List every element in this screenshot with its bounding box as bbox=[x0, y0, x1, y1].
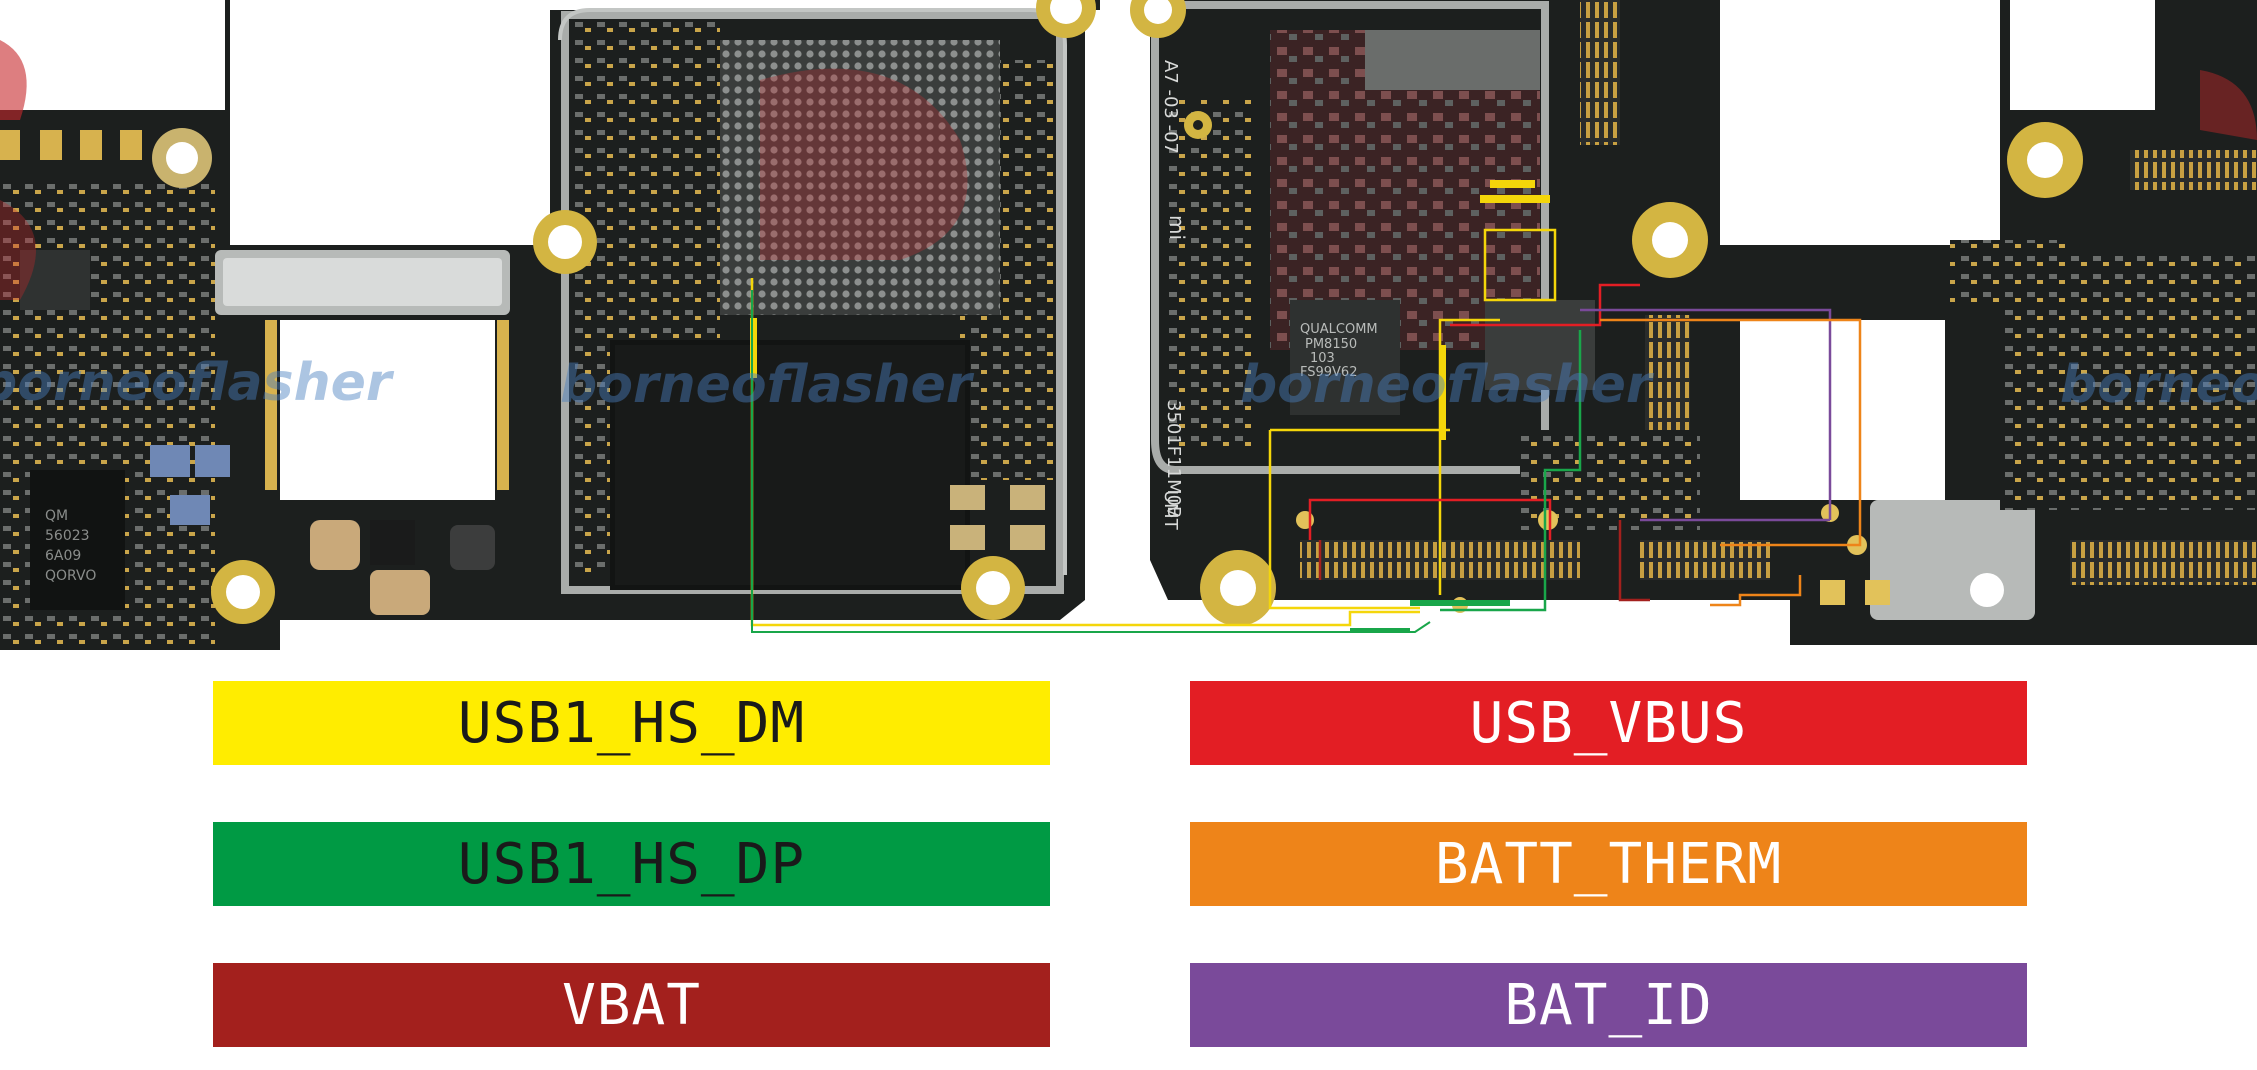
ic-label: 6A09 bbox=[45, 548, 81, 564]
pcb-diagram: QM 56023 6A09 QORVO bbox=[0, 0, 2257, 650]
rev-label: A7 -03 -07 bbox=[1160, 60, 1181, 154]
legend-label: USB_VBUS bbox=[1469, 690, 1748, 756]
watermark: borneoflasher borneoflasher borneoflashe… bbox=[0, 353, 2257, 415]
pmic-label: PM8150 bbox=[1305, 337, 1357, 352]
legend-bat-id: BAT_ID bbox=[1190, 963, 2027, 1047]
legend-label: BATT_THERM bbox=[1434, 831, 1783, 897]
pmic-label: 103 bbox=[1310, 351, 1335, 366]
legend-label: USB1_HS_DP bbox=[457, 831, 806, 897]
umt-label: UMT bbox=[1160, 490, 1181, 531]
brand-label: mi bbox=[1165, 215, 1189, 240]
svg-text:borneoflasher: borneoflasher bbox=[1240, 355, 1655, 415]
legend-label: VBAT bbox=[562, 972, 701, 1038]
right-board: QUALCOMM PM8150 103 FS99V62 3501F11M0B U… bbox=[1130, 0, 2257, 645]
part-number-label: 3501F11M0B bbox=[1163, 400, 1184, 518]
ic-label: 56023 bbox=[45, 528, 90, 544]
legend-vbat: VBAT bbox=[213, 963, 1050, 1047]
svg-text:borneoflasher: borneoflasher bbox=[560, 355, 975, 415]
svg-text:borneoflasher: borneoflasher bbox=[0, 353, 395, 413]
svg-text:borneoflasher: borneoflasher bbox=[2060, 355, 2257, 415]
pmic-label: FS99V62 bbox=[1300, 365, 1357, 380]
signal-traces bbox=[750, 180, 1862, 633]
ic-label: QORVO bbox=[45, 568, 96, 584]
legend-usb1-hs-dp: USB1_HS_DP bbox=[213, 822, 1050, 906]
legend-usb1-hs-dm: USB1_HS_DM bbox=[213, 681, 1050, 765]
left-board: QM 56023 6A09 QORVO bbox=[0, 0, 1100, 650]
legend-usb-vbus: USB_VBUS bbox=[1190, 681, 2027, 765]
pmic-label: QUALCOMM bbox=[1300, 322, 1378, 337]
legend-label: USB1_HS_DM bbox=[457, 690, 806, 756]
ic-label: QM bbox=[45, 508, 68, 524]
legend-label: BAT_ID bbox=[1504, 972, 1713, 1038]
legend-batt-therm: BATT_THERM bbox=[1190, 822, 2027, 906]
